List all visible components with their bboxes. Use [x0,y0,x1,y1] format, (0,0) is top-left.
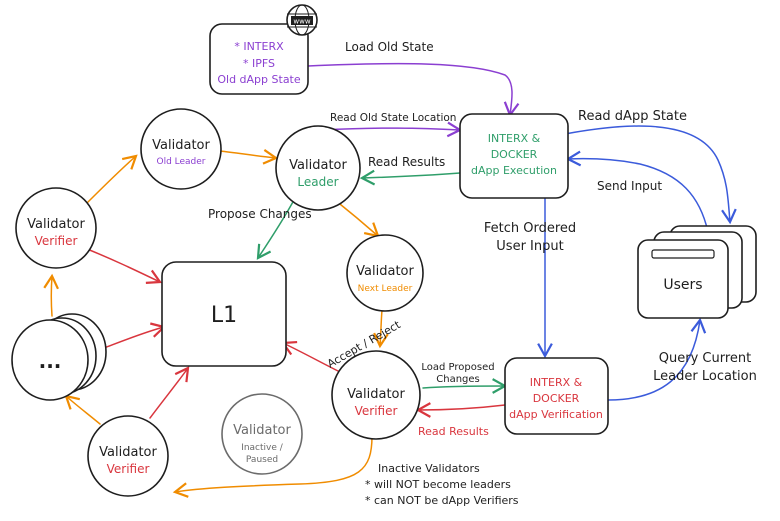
note-line-verifiers: * can NOT be dApp Verifiers [365,494,519,507]
validator-leader-role: Leader [297,175,338,189]
validator-inactive-role-1: Inactive / [241,443,284,453]
label-load-old-state: Load Old State [345,40,434,54]
edge-ellipsis-to-verifier-left [43,273,59,317]
label-fetch-ordered-1: Fetch Ordered [484,221,576,236]
edge-verifier-bottom-to-ellipsis [64,394,101,425]
edge-query-leader-location [607,317,707,401]
edge-read-results-top [359,169,461,186]
validator-old-leader-title: Validator [152,138,210,153]
edge-verifier-left-to-old-leader [83,154,138,207]
edge-read-results-bottom [415,402,506,418]
globe-badge-text: www [293,18,310,26]
verification-box: INTERX & DOCKER dApp Verification [504,357,609,435]
edge-load-old-state [307,62,520,118]
globe-icon: www [286,4,318,36]
edge-load-proposed-changes [422,378,508,394]
validator-inactive-role-2: Paused [246,455,278,465]
validator-verifier-bottom-role: Verifier [107,462,150,476]
users-stack: Users [637,225,757,319]
execution-box: INTERX & DOCKER dApp Execution [459,113,569,199]
label-read-results-bottom: Read Results [418,425,489,438]
users-label: Users [663,277,702,293]
validator-leader: Validator Leader [275,125,361,211]
edge-verifier-to-inactive-note [172,435,373,498]
l1-box: L1 [161,261,287,367]
verification-line-dapp: dApp Verification [509,408,603,421]
label-load-proposed-1: Load Proposed [421,362,494,373]
edge-propose-changes [256,199,295,260]
label-send-input: Send Input [597,179,662,193]
label-read-old-state-location: Read Old State Location [330,112,456,124]
verification-line-interx: INTERX & [530,376,583,389]
validator-next-leader-role: Next Leader [358,284,413,294]
validator-old-leader: Validator Old Leader [140,108,222,190]
edge-next-leader-to-verifier [373,309,389,349]
old-state-label: Old dApp State [217,73,301,86]
validator-next-leader-title: Validator [356,264,414,279]
label-propose-changes: Propose Changes [208,207,312,221]
edge-verifier-bottom-to-l1 [149,366,190,419]
validator-verifier-bottom-title: Validator [99,445,157,460]
edge-send-input [565,150,709,233]
label-read-results-top: Read Results [368,155,445,169]
label-query-1: Query Current [659,351,751,366]
execution-line-interx: INTERX & [488,132,541,145]
label-fetch-ordered-2: User Input [496,239,563,254]
old-state-interx: * INTERX [234,40,284,53]
label-query-2: Leader Location [653,369,757,384]
inactive-validators-note: Inactive Validators * will NOT become le… [365,462,519,507]
edge-read-old-state-location [321,121,463,138]
validator-verifier-bottom: Validator Verifier [87,415,169,497]
old-state-ipfs: * IPFS [243,57,275,70]
old-state-box: * INTERX * IPFS Old dApp State [209,23,309,95]
validator-inactive: Validator Inactive / Paused [221,393,303,475]
l1-label: L1 [211,303,237,328]
edge-verifier-left-to-l1 [81,246,163,284]
verification-line-docker: DOCKER [533,392,580,405]
validator-inactive-title: Validator [233,423,291,438]
edge-old-leader-to-leader [219,149,279,165]
validator-old-leader-role: Old Leader [156,157,205,167]
edge-ellipsis-to-l1 [103,322,167,349]
validator-verifier-center-title: Validator [347,387,405,402]
note-line-leaders: * will NOT become leaders [365,478,511,491]
validator-verifier-left-title: Validator [27,217,85,232]
label-read-dapp-state: Read dApp State [578,109,687,124]
validator-verifier-left-role: Verifier [35,234,78,248]
edge-accept-reject [280,340,341,373]
validator-verifier-left: Validator Verifier [15,187,97,269]
edge-leader-to-next-leader [334,199,380,238]
edge-read-dapp-state [564,125,737,225]
validator-verifier-center-role: Verifier [355,404,398,418]
validator-verifier-center: Validator Verifier [331,350,421,440]
more-validators-stack: ... [11,313,107,401]
validator-leader-title: Validator [289,158,347,173]
note-title: Inactive Validators [378,462,480,475]
execution-line-dapp: dApp Execution [471,164,557,177]
label-load-proposed-2: Changes [436,374,480,385]
validator-next-leader: Validator Next Leader [346,234,424,312]
execution-line-docker: DOCKER [491,148,538,161]
ellipsis-label: ... [39,349,62,373]
